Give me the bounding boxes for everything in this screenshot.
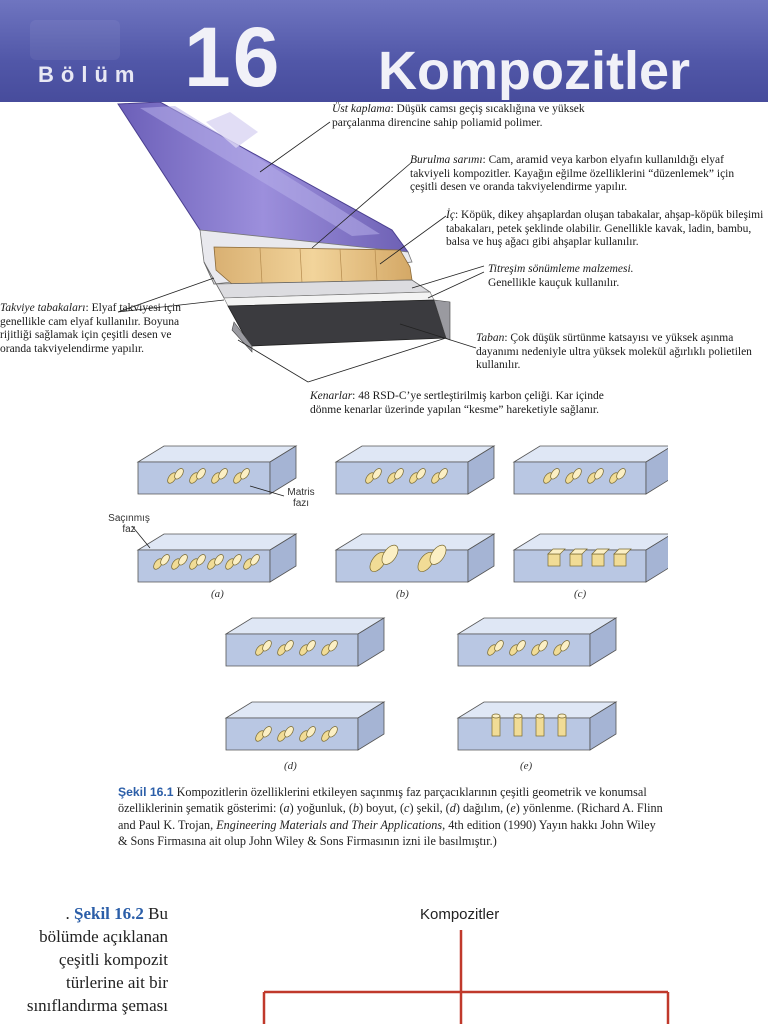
- particle: [189, 554, 206, 570]
- cube-particle: [613, 548, 632, 567]
- particle: [255, 640, 272, 656]
- particle: [277, 726, 294, 742]
- particle: [531, 640, 548, 656]
- composites-classification-chart: Kompozitler: [190, 890, 768, 1024]
- particle: [553, 640, 570, 656]
- particle: [255, 726, 272, 742]
- slab-b-top: [334, 445, 496, 495]
- ski-edges: [231, 321, 253, 353]
- banner-decoration: [30, 20, 120, 60]
- dispersed-phase-schematic: [131, 445, 668, 751]
- particle: [277, 640, 294, 656]
- particle: [417, 544, 447, 573]
- slab-c-bottom: [512, 533, 668, 583]
- slab-b-bottom: [334, 533, 496, 583]
- particle: [387, 468, 404, 484]
- dispersed-phase-label: Saçınmış faz: [108, 513, 150, 535]
- annotation-edges: Kenarlar: 48 RSD-C’ye sertleştirilmiş ka…: [310, 390, 604, 416]
- panel-label-a: (a): [211, 588, 224, 600]
- annotation-torsion-wrap: Burulma sarımı: Cam, aramid veya karbon …: [410, 154, 735, 194]
- particle: [609, 468, 626, 484]
- panel-label-c: (c): [574, 588, 587, 600]
- matrix-phase-label: Matris fazı: [287, 487, 315, 509]
- slab-a-bottom: [136, 533, 298, 583]
- vertical-rod-particle: [513, 713, 523, 737]
- slab-a-top: [136, 445, 298, 495]
- particle: [243, 554, 260, 570]
- annotation-damping: Titreşim sönümleme malzemesi. Genellikle…: [488, 263, 634, 289]
- ski-cross-section-figure: [117, 102, 485, 383]
- particle: [409, 468, 426, 484]
- org-chart-root-label: Kompozitler: [420, 906, 500, 923]
- cube-particle: [547, 548, 566, 567]
- annotation-base: Taban: Çok düşük sürtünme katsayısı ve y…: [476, 332, 752, 372]
- particle: [225, 554, 242, 570]
- annotation-top-sheet: Üst kaplama: Düşük camsı geçiş sıcaklığı…: [332, 103, 585, 129]
- particle: [321, 640, 338, 656]
- chapter-word: Bölüm: [38, 62, 142, 87]
- ski-wood-core: [213, 246, 413, 285]
- particle: [509, 640, 526, 656]
- cube-particle: [591, 548, 610, 567]
- org-chart-connectors: [262, 930, 670, 1024]
- particle: [171, 554, 188, 570]
- panel-label-b: (b): [396, 588, 409, 600]
- particle: [211, 468, 228, 484]
- ski-base: [227, 299, 447, 347]
- particle: [153, 554, 170, 570]
- particle: [543, 468, 560, 484]
- particle: [167, 468, 184, 484]
- particle: [487, 640, 504, 656]
- particle: [207, 554, 224, 570]
- slab-d-top: [224, 617, 386, 667]
- particle: [565, 468, 582, 484]
- chapter-title: Kompozitler: [378, 41, 691, 101]
- chapter-number: 16: [184, 10, 282, 102]
- vertical-rod-particle: [491, 713, 501, 737]
- vertical-rod-particle: [535, 713, 545, 737]
- particle: [431, 468, 448, 484]
- cube-particle: [569, 548, 588, 567]
- slab-e-top: [456, 617, 618, 667]
- annotation-core: İç: Köpük, dikey ahşaplardan oluşan taba…: [446, 209, 764, 249]
- slab-d-bottom: [224, 701, 386, 751]
- panel-label-e: (e): [520, 760, 533, 772]
- particle: [233, 468, 250, 484]
- slab-e-bottom: [456, 701, 618, 751]
- ski-top-sheet-stripe: [206, 112, 258, 148]
- vertical-rod-particle: [557, 713, 567, 737]
- panel-label-d: (d): [284, 760, 297, 772]
- particle: [299, 640, 316, 656]
- particle: [365, 468, 382, 484]
- slab-c-top: [512, 445, 668, 495]
- particle: [321, 726, 338, 742]
- particle: [299, 726, 316, 742]
- particle: [587, 468, 604, 484]
- ski-reinforcement-layers: [203, 261, 432, 299]
- particle: [369, 544, 399, 573]
- particle: [189, 468, 206, 484]
- annotation-reinforcement: Takviye tabakaları: Elyaf takviyesi için…: [0, 302, 181, 355]
- chapter-banner: Bölüm 16 Kompozitler: [0, 0, 768, 102]
- figure-16-1-caption: Şekil 16.1 Kompozitlerin özelliklerini e…: [118, 785, 663, 849]
- figure-16-2-caption: . Şekil 16.2 Bu bölümde açıklanan çeşitl…: [26, 904, 168, 1015]
